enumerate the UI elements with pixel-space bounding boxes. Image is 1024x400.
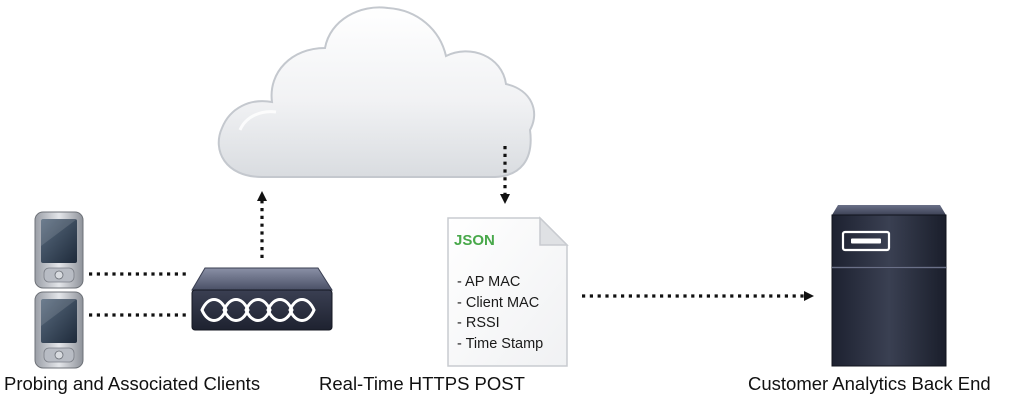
cloud-icon	[217, 6, 535, 178]
json-field: - Time Stamp	[457, 335, 544, 352]
json-field-list: - AP MAC - Client MAC - RSSI - Time Stam…	[457, 272, 543, 354]
backend-caption: Customer Analytics Back End	[748, 373, 991, 394]
json-field: - RSSI	[457, 315, 500, 331]
document-icon	[447, 216, 569, 367]
server-icon	[831, 205, 947, 367]
json-field: - Client MAC	[457, 294, 540, 311]
clients-caption: Probing and Associated Clients	[4, 373, 261, 394]
access-point-icon	[191, 267, 333, 331]
phone-icon	[34, 291, 84, 369]
connectors	[89, 146, 814, 317]
json-title: JSON	[454, 232, 495, 249]
phone-icon	[34, 211, 84, 289]
https-post-caption: Real-Time HTTPS POST	[319, 373, 525, 394]
json-field: - AP MAC	[457, 274, 521, 290]
